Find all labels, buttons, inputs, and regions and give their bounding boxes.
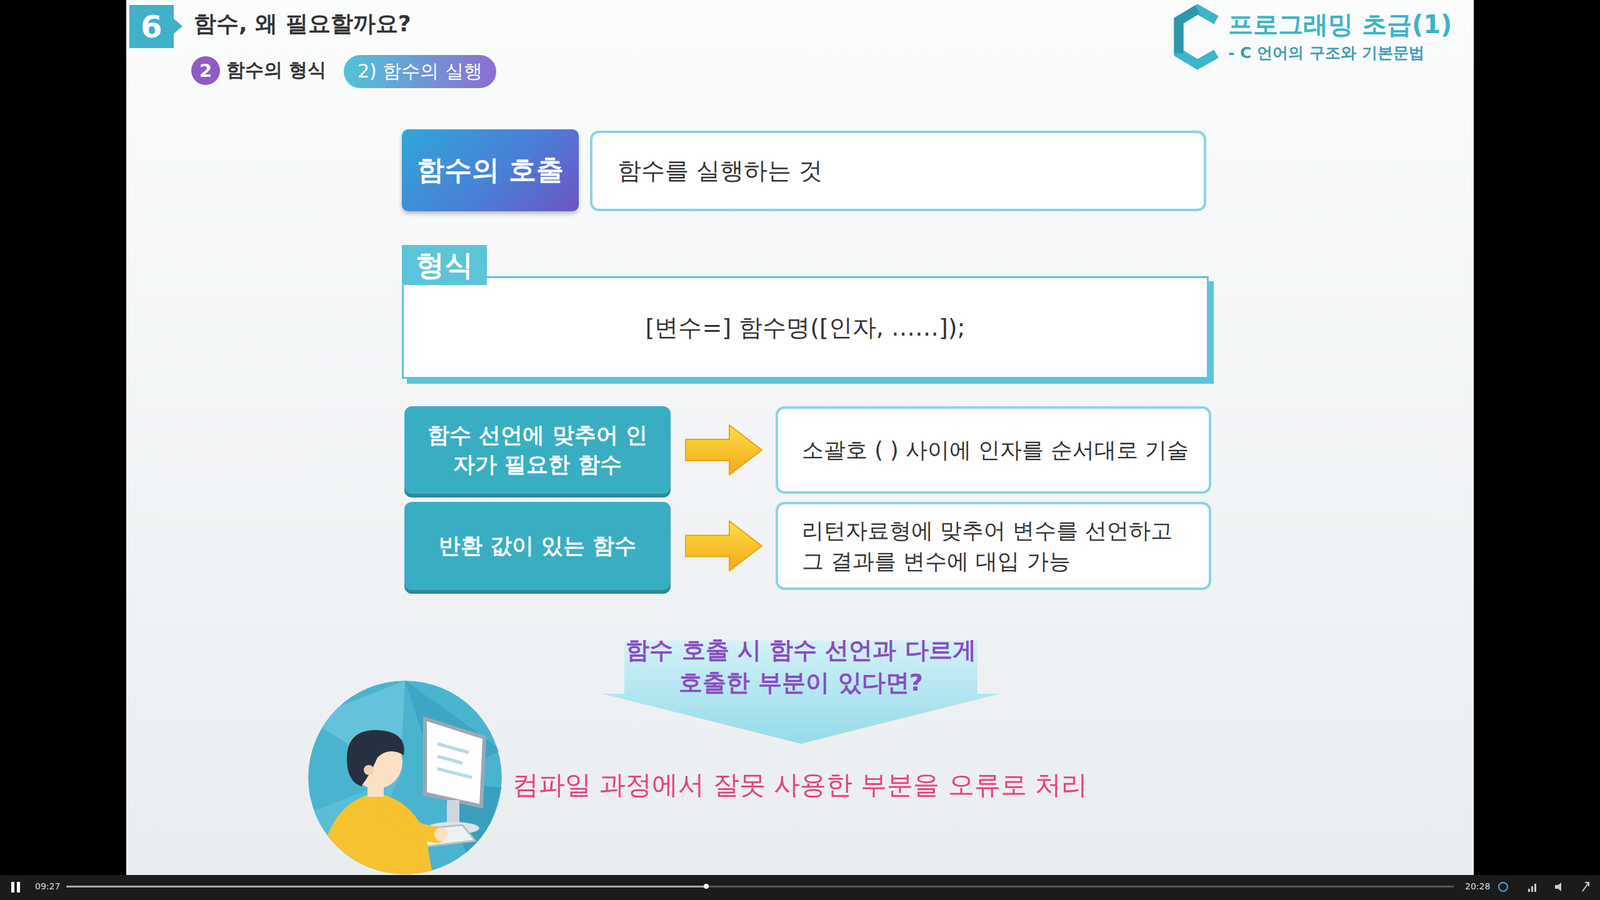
case-box-text: 반환 값이 있는 함수 bbox=[438, 531, 637, 561]
course-title: 프로그래밍 초급(1) bbox=[1228, 10, 1452, 39]
player-bar bbox=[0, 875, 1600, 900]
logo-mark-shade bbox=[1178, 9, 1198, 54]
slide-background bbox=[126, 0, 1474, 875]
section-heading: 함수의 형식 bbox=[226, 58, 327, 81]
time-elapsed-wrap: 09:27 bbox=[35, 881, 60, 892]
course-subtitle: - C 언어의 구조와 기본문법 bbox=[1228, 43, 1425, 62]
flow-arrow bbox=[685, 521, 762, 572]
case-box-text: 함수 선언에 맞추어 인자가 필요한 함수 bbox=[420, 420, 655, 480]
slide-title: 함수, 왜 필요할까요? bbox=[193, 10, 412, 37]
quality-icon bbox=[1528, 883, 1537, 892]
syntax-box: 형식 [변수=] 함수명([인자, ……]); bbox=[401, 245, 1209, 379]
term-box-text: 함수의 호출 bbox=[416, 151, 564, 189]
pause-icon bbox=[16, 881, 20, 893]
time-elapsed: 09:27 bbox=[35, 881, 60, 892]
result-note-wrap: 컴파일 과정에서 잘못 사용한 부분을 오류로 처리 bbox=[512, 767, 1088, 803]
definition-box: 함수를 실행하는 것 bbox=[590, 130, 1207, 212]
syntax-tab: 형식 bbox=[401, 245, 487, 285]
flow-arrow bbox=[685, 425, 762, 475]
progress-knob bbox=[703, 883, 709, 889]
badge-pointer bbox=[173, 18, 183, 34]
time-total: 20:28 bbox=[1465, 881, 1490, 892]
question-arrow: 함수 호출 시 함수 선언과 다르게 호출한 부분이 있다면? bbox=[601, 631, 1000, 745]
step-pill-text: 2) 함수의 실행 bbox=[357, 58, 483, 85]
case-box: 반환 값이 있는 함수 bbox=[404, 501, 671, 590]
course-subtitle-wrap: - C 언어의 구조와 기본문법 bbox=[1228, 42, 1425, 64]
rule-box: 소괄호 ( ) 사이에 인자를 순서대로 기술 bbox=[775, 406, 1212, 494]
question-text: 함수 호출 시 함수 선언과 다르게 호출한 부분이 있다면? bbox=[613, 631, 989, 699]
volume-icon bbox=[1555, 882, 1562, 892]
syntax-text: [변수=] 함수명([인자, ……]); bbox=[645, 311, 966, 344]
section-heading-wrap: 함수의 형식 bbox=[226, 57, 327, 84]
section-badge: 6 bbox=[129, 5, 174, 49]
rule-box-text: 리턴자료형에 맞추어 변수를 선언하고 그 결과를 변수에 대입 가능 bbox=[801, 515, 1197, 577]
course-title-wrap: 프로그래밍 초급(1) bbox=[1228, 7, 1452, 42]
speed-icon bbox=[1498, 882, 1508, 892]
section-badge-text: 6 bbox=[140, 8, 163, 45]
case-box: 함수 선언에 맞추어 인자가 필요한 함수 bbox=[404, 406, 671, 494]
fullscreen-icon bbox=[1582, 882, 1589, 892]
rule-box-text: 소괄호 ( ) 사이에 인자를 순서대로 기술 bbox=[801, 435, 1189, 466]
result-note: 컴파일 과정에서 잘못 사용한 부분을 오류로 처리 bbox=[512, 769, 1088, 800]
progress-track bbox=[66, 885, 1454, 888]
progress-played bbox=[66, 885, 707, 888]
step-number-text: 2 bbox=[199, 60, 212, 82]
time-total-wrap: 20:28 bbox=[1465, 881, 1490, 892]
definition-box-text: 함수를 실행하는 것 bbox=[617, 155, 823, 187]
step-pill: 2) 함수의 실행 bbox=[343, 55, 497, 89]
logo-mark bbox=[1178, 9, 1217, 65]
term-box: 함수의 호출 bbox=[401, 129, 579, 212]
title-wrap: 함수, 왜 필요할까요? bbox=[193, 8, 412, 40]
pause-icon bbox=[11, 881, 15, 893]
step-number: 2 bbox=[191, 56, 220, 85]
rule-box: 리턴자료형에 맞추어 변수를 선언하고 그 결과를 변수에 대입 가능 bbox=[775, 501, 1212, 590]
person-illustration bbox=[308, 680, 502, 875]
syntax-panel: [변수=] 함수명([인자, ……]); bbox=[401, 276, 1209, 379]
